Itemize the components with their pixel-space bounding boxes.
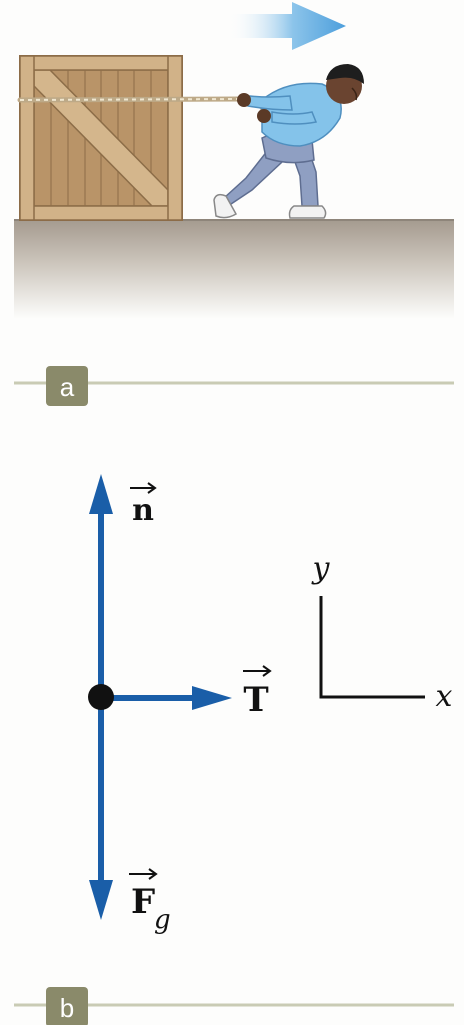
y-axis-label: y: [311, 551, 331, 586]
panel-a-illustration: [14, 2, 454, 319]
panel-b-force-diagram: n T F g y x: [88, 474, 453, 935]
vector-arrow-icon: [243, 665, 272, 677]
tension-force-arrow: [101, 686, 232, 710]
floor: [14, 219, 454, 319]
normal-force-arrow: [89, 474, 113, 694]
tension-force-symbol: T: [243, 680, 268, 720]
gravity-force-symbol: F: [131, 882, 155, 922]
panel-b-label: b: [14, 987, 454, 1025]
x-axis-label: x: [436, 679, 453, 714]
coordinate-axes: y x: [311, 551, 453, 714]
man-pulling-rope: [213, 64, 364, 219]
normal-force-label: n: [130, 482, 157, 528]
normal-force-symbol: n: [132, 493, 154, 528]
panel-a-tag: a: [60, 372, 75, 402]
gravity-force-label: F g: [129, 868, 171, 935]
panel-b-tag: b: [60, 993, 74, 1023]
tension-force-label: T: [243, 665, 272, 720]
panel-a-label: a: [14, 366, 454, 406]
vector-arrow-icon: [130, 482, 157, 494]
motion-direction-arrow: [228, 2, 346, 50]
vector-arrow-icon: [129, 868, 158, 880]
wooden-crate: [19, 55, 183, 221]
crate-particle: [88, 684, 114, 710]
gravity-force-subscript: g: [154, 905, 171, 935]
gravity-force-arrow: [89, 694, 113, 920]
